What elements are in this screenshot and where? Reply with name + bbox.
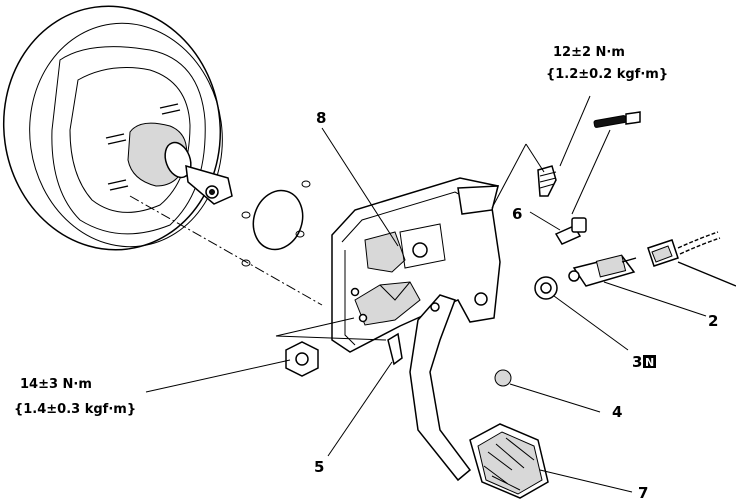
gasket-plate [241,180,311,267]
pedal-stopper [494,369,512,387]
callout-4: 4 [612,403,622,421]
callout-2: 2 [708,312,718,330]
callout-3-badge-letter: N [645,356,654,369]
callout-6: 6 [512,205,522,223]
alignment-line [129,195,323,306]
lower-torque-nm: 14±3 N·m [20,377,92,392]
brake-booster [2,5,233,251]
callout-3: 3 [632,353,642,371]
callout-5: 5 [314,458,324,476]
stop-lamp-switch [568,254,637,287]
upper-torque-spec: 12±2 N·m {1.2±0.2 kgf·m} [546,45,668,82]
harness-connector [647,231,736,287]
lower-torque-kgfm: {1.4±0.3 kgf·m} [14,402,136,417]
pedal-clip [387,332,403,366]
callout-3-badge: N [643,355,656,369]
leader-lines [145,95,707,493]
upper-torque-nm: 12±2 N·m [553,45,625,60]
callout-8: 8 [316,109,326,127]
upper-torque-kgfm: {1.2±0.2 kgf·m} [546,67,668,82]
bracket-nut [285,341,319,377]
push-rod-clevis [127,122,233,205]
top-bolt [537,165,557,197]
pedal-pad [469,423,549,499]
callout-7: 7 [638,484,648,502]
brake-pedal-arm [409,294,472,482]
switch-retainer-clip [534,276,558,300]
booster-studs [105,103,181,191]
mounting-bolt [554,217,587,245]
pin [593,111,641,128]
pedal-bracket [331,177,501,353]
lower-torque-spec: 14±3 N·m {1.4±0.3 kgf·m} [14,377,136,417]
